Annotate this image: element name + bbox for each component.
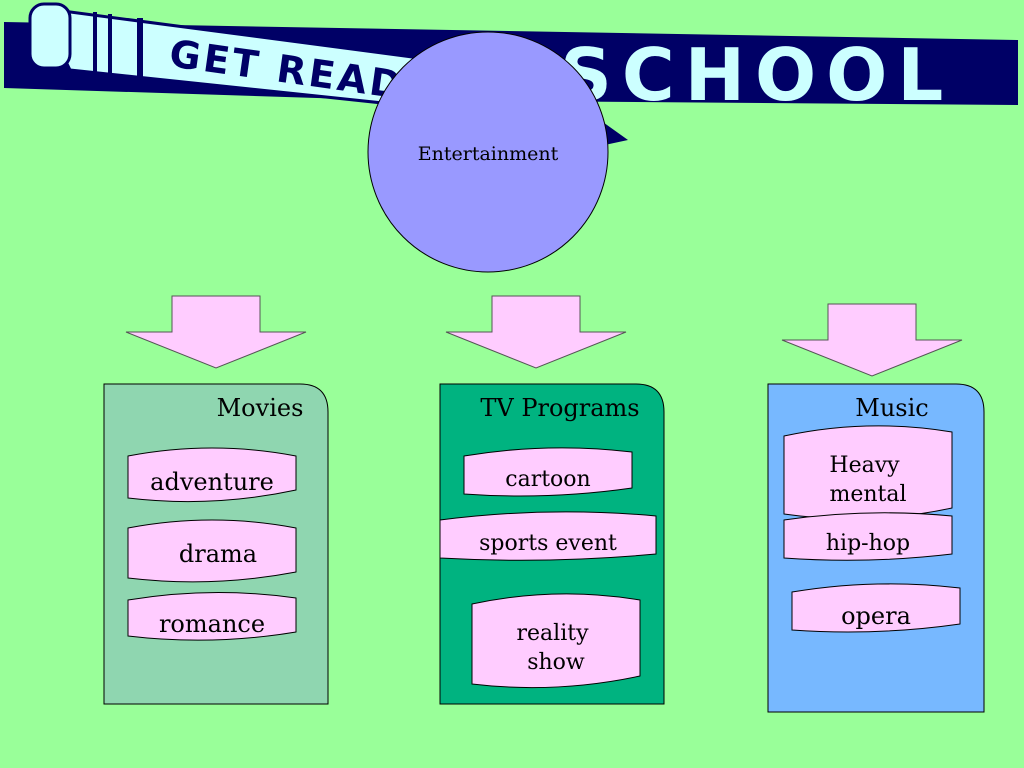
center-circle bbox=[367, 31, 609, 273]
music-item-heavy-mental: Heavy mental bbox=[829, 453, 906, 507]
tv-tag-sports-event bbox=[439, 511, 657, 561]
tv-item-reality-show: reality show bbox=[517, 621, 596, 675]
movies-tag-romance bbox=[127, 591, 297, 641]
music-tag-hip-hop bbox=[783, 512, 953, 561]
panel-movies-title: Movies bbox=[217, 394, 304, 422]
panel-music: Music Heavy mental hip-hop opera bbox=[767, 383, 985, 713]
panel-movies: Movies adventure drama romance bbox=[103, 383, 329, 705]
movies-item-adventure: adventure bbox=[150, 468, 274, 496]
tv-item-reality-show-line-1: reality bbox=[517, 621, 590, 646]
arrow-movies bbox=[125, 295, 307, 369]
tv-item-reality-show-line-2: show bbox=[527, 650, 585, 675]
center-label: Entertainment bbox=[418, 143, 559, 165]
music-item-heavy-mental-line-1: Heavy bbox=[829, 453, 900, 478]
tv-tag-reality-show bbox=[471, 593, 641, 689]
movies-item-romance: romance bbox=[159, 610, 265, 638]
tv-item-sports-event: sports event bbox=[479, 531, 617, 556]
movies-item-drama: drama bbox=[179, 540, 257, 568]
panel-music-title: Music bbox=[855, 394, 928, 422]
panel-tv-title: TV Programs bbox=[480, 394, 639, 422]
tv-item-cartoon: cartoon bbox=[505, 467, 590, 492]
pencil-eraser bbox=[28, 2, 72, 70]
music-item-opera: opera bbox=[841, 602, 911, 630]
movies-tag-drama bbox=[127, 519, 297, 583]
banner-text-right: SCHOOL bbox=[560, 33, 953, 117]
arrow-music bbox=[781, 303, 963, 377]
tv-tag-cartoon bbox=[463, 447, 633, 497]
arrow-tv bbox=[445, 295, 627, 369]
music-item-hip-hop: hip-hop bbox=[826, 531, 910, 556]
center-node: Entertainment bbox=[367, 31, 609, 273]
music-item-heavy-mental-line-2: mental bbox=[829, 482, 906, 507]
music-tag-opera bbox=[791, 583, 961, 633]
panel-tv: TV Programs cartoon sports event reality… bbox=[439, 383, 665, 705]
movies-tag-adventure bbox=[127, 447, 297, 503]
